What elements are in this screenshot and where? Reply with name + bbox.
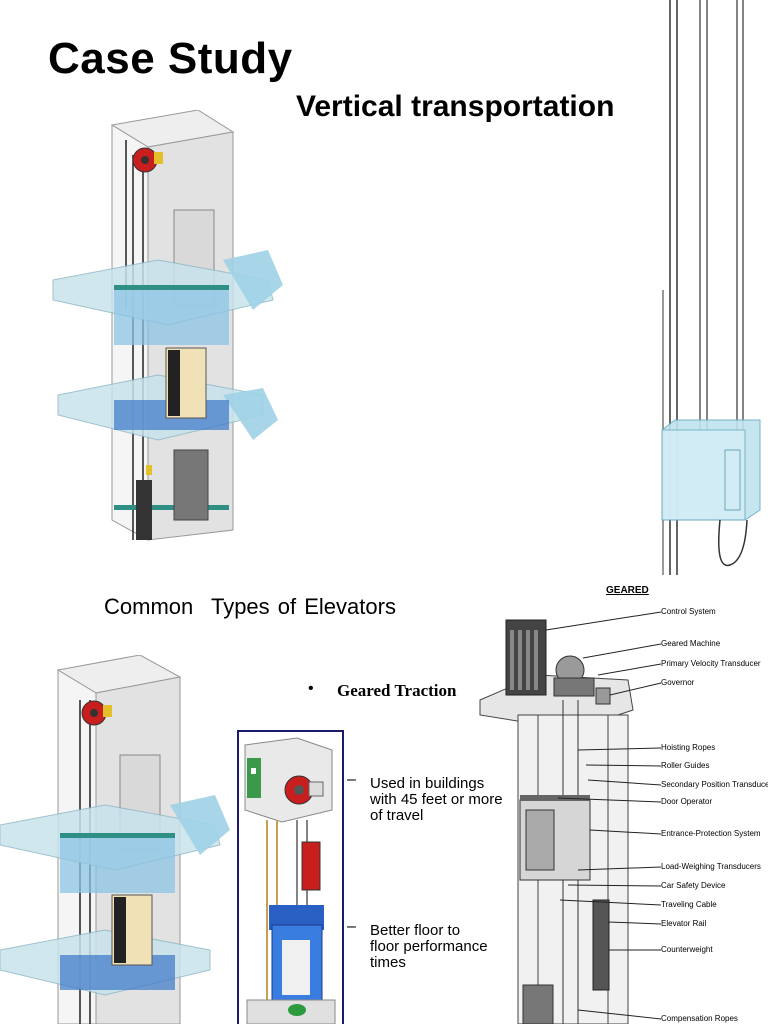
- label-door-operator: Door Operator: [661, 797, 713, 806]
- label-hoisting-ropes: Hoisting Ropes: [661, 743, 716, 752]
- note-dash-2: –: [347, 918, 356, 935]
- bullet-symbol: •: [308, 680, 314, 697]
- label-roller-guides: Roller Guides: [661, 761, 710, 770]
- slide-title: Case Study: [48, 34, 293, 83]
- label-counterweight: Counterweight: [661, 945, 713, 954]
- geared-diagram: [479, 611, 662, 1024]
- label-elevator-rail: Elevator Rail: [661, 919, 707, 928]
- bullet-geared-traction: Geared Traction: [337, 681, 457, 700]
- elevator-illustration-bottom: [0, 655, 230, 1024]
- slide-subtitle: Vertical transportation: [296, 90, 615, 123]
- note-dash-1: –: [347, 771, 356, 788]
- label-load-weighing-transducers: Load-Weighing Transducers: [661, 862, 761, 871]
- label-traveling-cable: Traveling Cable: [661, 900, 717, 909]
- label-primary-velocity-transducer: Primary Velocity Transducer: [661, 659, 761, 668]
- section-heading-part2: Types of Elevators: [210, 594, 396, 619]
- label-compensation-ropes: Compensation Ropes: [661, 1014, 738, 1023]
- diagram-header: GEARED: [606, 585, 649, 596]
- section-heading: Common Types of Elevators: [104, 594, 396, 620]
- section-heading-part1: Common: [104, 594, 194, 619]
- note-performance: Better floor to floor performance times: [370, 922, 488, 971]
- elevator-illustration-top: [52, 110, 283, 541]
- geared-traction-illustration: [237, 730, 344, 1024]
- note-travel: Used in buildings with 45 feet or more o…: [370, 775, 503, 824]
- label-geared-machine: Geared Machine: [661, 639, 721, 648]
- label-control-system: Control System: [661, 607, 716, 616]
- label-governor: Governor: [661, 678, 695, 687]
- label-car-safety-device: Car Safety Device: [661, 881, 726, 890]
- label-secondary-position-transducer: Secondary Position Transducer: [661, 780, 768, 789]
- shaft-illustration: [661, 0, 761, 575]
- label-entrance-protection-system: Entrance-Protection System: [661, 829, 761, 838]
